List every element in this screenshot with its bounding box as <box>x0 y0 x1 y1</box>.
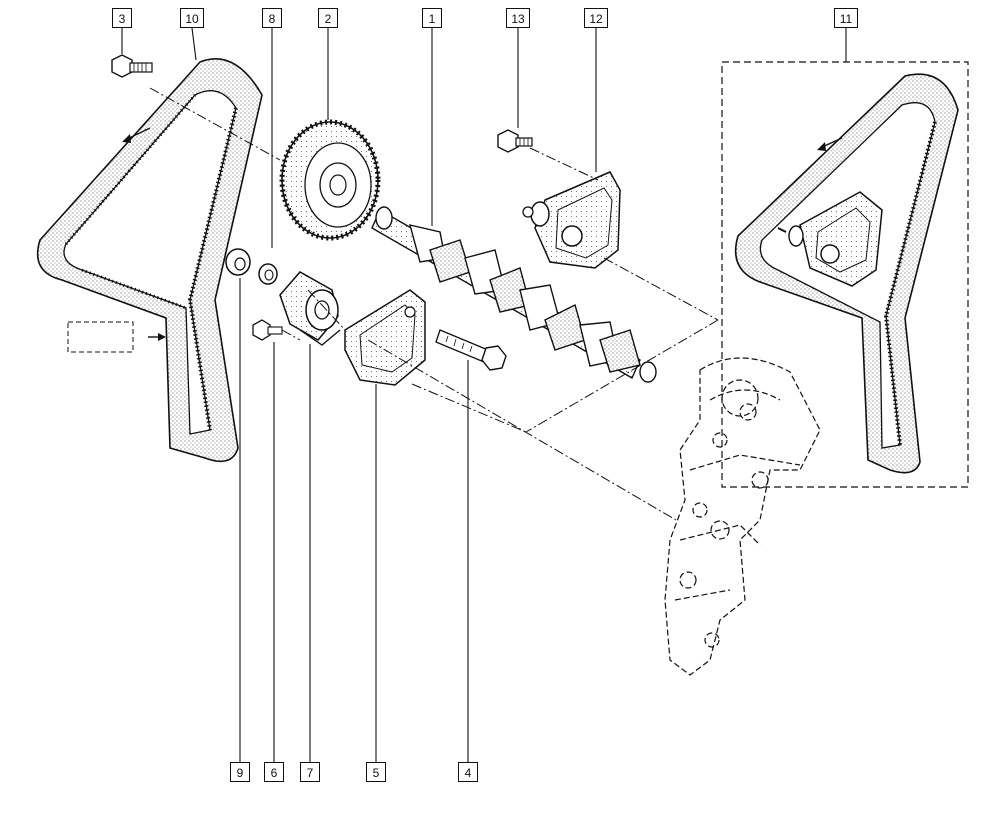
spacer <box>225 248 251 276</box>
belt-bolt <box>111 54 153 78</box>
long-bolt <box>435 329 507 371</box>
washer <box>258 263 278 285</box>
roller-bolt <box>252 319 283 341</box>
alignment-lines <box>149 87 719 521</box>
callout-8: 8 <box>262 8 282 28</box>
callout-5: 5 <box>366 762 386 782</box>
callout-10: 10 <box>180 8 204 28</box>
callout-4: 4 <box>458 762 478 782</box>
callout-9: 9 <box>230 762 250 782</box>
callout-7: 7 <box>300 762 320 782</box>
idler-roller <box>279 271 341 346</box>
camshaft <box>371 206 657 383</box>
timing-belt-inset <box>721 61 969 488</box>
timing-belt <box>36 58 263 463</box>
callout-13: 13 <box>506 8 530 28</box>
callout-12: 12 <box>584 8 608 28</box>
camshaft-pulley <box>279 119 381 241</box>
reference-box <box>67 321 166 353</box>
tensioner-bolt <box>497 129 533 153</box>
tensioner-plate <box>344 289 426 386</box>
engine-outline <box>664 357 821 676</box>
callout-11: 11 <box>834 8 858 28</box>
callout-2: 2 <box>318 8 338 28</box>
leader-lines <box>121 27 847 762</box>
callout-3: 3 <box>112 8 132 28</box>
callout-1: 1 <box>422 8 442 28</box>
callout-6: 6 <box>264 762 284 782</box>
tensioner-assembly <box>522 171 621 269</box>
